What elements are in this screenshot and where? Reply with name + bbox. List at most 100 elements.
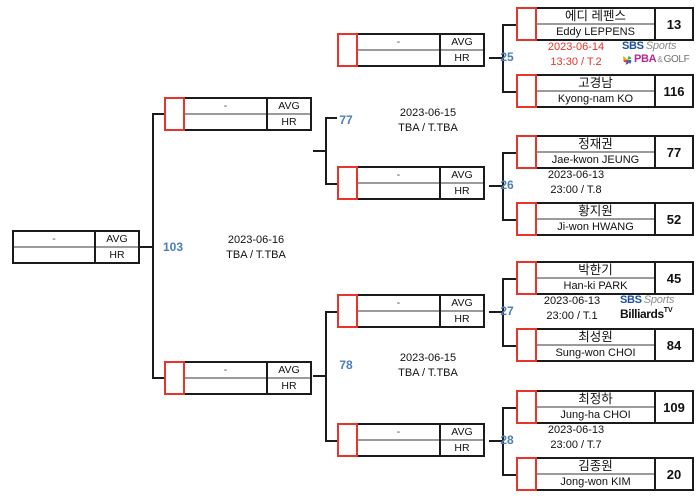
qf25-player-bottom-name-kr: 고경남 (537, 76, 654, 92)
sbs-sports-logo: SBS Sports (622, 40, 677, 52)
champion-name-secondary (14, 248, 94, 262)
final-slot-top-name-secondary (185, 115, 266, 129)
match-meta-28: 2023-06-13 23:00 / T.7 (531, 423, 621, 453)
qf27-player-top[interactable]: 박한기 Han-ki PARK 45 (516, 261, 694, 295)
qf28-player-top-name-cell: 최정하 Jung-ha CHOI (537, 390, 656, 424)
sf77-slot-bottom[interactable]: - AVG HR (337, 166, 485, 200)
pba-golf-logo: PBA & GOLF (622, 53, 690, 65)
sf78-slot-bottom[interactable]: - AVG HR (337, 423, 485, 457)
sf78-slot-top-avg-label: AVG (441, 296, 483, 312)
match-number-27[interactable]: 27 (500, 304, 514, 318)
sf77-slot-bottom-name: - (358, 168, 439, 184)
sf77-slot-bottom-stats: AVG HR (441, 166, 485, 200)
champion-box[interactable]: - AVG HR (12, 230, 140, 264)
sf77-slot-top-seed (337, 33, 358, 67)
sf77-slot-bottom-avg-label: AVG (441, 168, 483, 184)
connector-line (152, 377, 164, 379)
connector-line (325, 311, 327, 441)
final-slot-bottom-avg-label: AVG (268, 363, 310, 379)
match-number-26[interactable]: 26 (500, 178, 514, 192)
qf26-player-bottom[interactable]: 황지원 Ji-won HWANG 52 (516, 202, 694, 236)
qf28-player-bottom-name-cell: 김종원 Jong-won KIM (537, 457, 656, 491)
match-meta-103: 2023-06-16 TBA / T.TBA (196, 233, 316, 263)
connector-line (502, 152, 516, 154)
match-time-27: 23:00 / T.1 (546, 310, 598, 322)
qf28-player-bottom-score: 20 (656, 457, 694, 491)
match-number-78[interactable]: 78 (339, 358, 353, 372)
sbs-sports-logo-text: Sports (645, 40, 677, 52)
match-number-28[interactable]: 28 (500, 433, 514, 447)
final-slot-bottom[interactable]: - AVG HR (164, 361, 312, 395)
qf25-player-top[interactable]: 에디 레펜스 Eddy LEPPENS 13 (516, 7, 694, 41)
champion-name-cell: - (12, 230, 96, 264)
match-date-25: 2023-06-14 (547, 41, 605, 53)
final-slot-top-name-cell: - (185, 97, 268, 131)
qf25-player-bottom-name-cell: 고경남 Kyong-nam KO (537, 74, 656, 108)
match-number-77[interactable]: 77 (339, 113, 353, 127)
final-slot-bottom-name-secondary (185, 379, 266, 393)
qf27-player-bottom-seed (516, 328, 537, 362)
qf25-player-bottom-name-en: Kyong-nam KO (557, 92, 634, 105)
connector-line (502, 278, 516, 280)
sf78-slot-bottom-seed (337, 423, 358, 457)
connector-line (502, 345, 516, 347)
qf28-player-bottom[interactable]: 김종원 Jong-won KIM 20 (516, 457, 694, 491)
final-slot-bottom-hr-label: HR (281, 380, 297, 392)
sf77-slot-bottom-name-secondary (358, 184, 439, 198)
connector-line (325, 311, 337, 313)
final-slot-top-avg-label: AVG (268, 99, 310, 115)
connector-line (325, 117, 337, 119)
connector-line (502, 91, 516, 93)
billiards-tv-superscript: TV (663, 306, 673, 314)
match-number-25[interactable]: 25 (500, 50, 514, 64)
qf26-player-top[interactable]: 정재권 Jae-kwon JEUNG 77 (516, 135, 694, 169)
qf28-player-bottom-name-kr: 김종원 (537, 459, 654, 475)
qf27-player-bottom[interactable]: 최성원 Sung-won CHOI 84 (516, 328, 694, 362)
qf26-player-top-name-en: Jae-kwon JEUNG (551, 153, 640, 166)
billiards-tv-logo: Billiards TV (620, 306, 673, 321)
qf25-player-top-name-en: Eddy LEPPENS (556, 25, 635, 38)
champion-hr-label: HR (109, 249, 125, 261)
qf25-player-top-score: 13 (656, 7, 694, 41)
qf28-player-bottom-seed (516, 457, 537, 491)
sf78-slot-bottom-stats: AVG HR (441, 423, 485, 457)
sf78-slot-top-seed (337, 294, 358, 328)
qf28-player-top-name-kr: 최정하 (537, 392, 654, 408)
final-slot-top-name: - (185, 99, 266, 115)
qf28-player-top-name-en: Jung-ha CHOI (560, 408, 631, 421)
sf77-slot-top-name: - (358, 35, 439, 51)
match-date-26: 2023-06-13 (547, 169, 605, 181)
sbs-logo-text: SBS (622, 40, 644, 52)
sf78-slot-top-hr-label: HR (454, 313, 470, 325)
qf25-player-bottom[interactable]: 고경남 Kyong-nam KO 116 (516, 74, 694, 108)
final-slot-top-hr-label: HR (281, 116, 297, 128)
billiards-logo-text: Billiards (620, 307, 664, 321)
champion-stats: AVG HR (96, 230, 140, 264)
qf26-player-top-name-kr: 정재권 (537, 137, 654, 153)
connector-line (502, 24, 516, 26)
final-slot-top[interactable]: - AVG HR (164, 97, 312, 131)
connector-line (489, 185, 503, 187)
final-slot-bottom-stats: AVG HR (268, 361, 312, 395)
qf25-player-bottom-score: 116 (656, 74, 694, 108)
connector-line (502, 152, 504, 221)
connector-line (502, 407, 516, 409)
connector-line (152, 113, 164, 115)
sf78-slot-top[interactable]: - AVG HR (337, 294, 485, 328)
match-time-26: 23:00 / T.8 (550, 184, 602, 196)
qf25-player-top-name-cell: 에디 레펜스 Eddy LEPPENS (537, 7, 656, 41)
pba-golf-logo-text: GOLF (663, 53, 690, 65)
match-date-27: 2023-06-13 (543, 295, 601, 307)
qf27-player-bottom-name-kr: 최성원 (537, 330, 654, 346)
match-time-28: 23:00 / T.7 (550, 439, 602, 451)
qf27-player-top-score: 45 (656, 261, 694, 295)
qf26-player-bottom-score: 52 (656, 202, 694, 236)
final-slot-top-seed (164, 97, 185, 131)
qf28-player-top[interactable]: 최정하 Jung-ha CHOI 109 (516, 390, 694, 424)
connector-line (502, 278, 504, 347)
qf26-player-bottom-name-cell: 황지원 Ji-won HWANG (537, 202, 656, 236)
qf28-player-top-score: 109 (656, 390, 694, 424)
sf77-slot-top[interactable]: - AVG HR (337, 33, 485, 67)
match-number-103[interactable]: 103 (162, 240, 184, 254)
sf78-slot-top-name: - (358, 296, 439, 312)
